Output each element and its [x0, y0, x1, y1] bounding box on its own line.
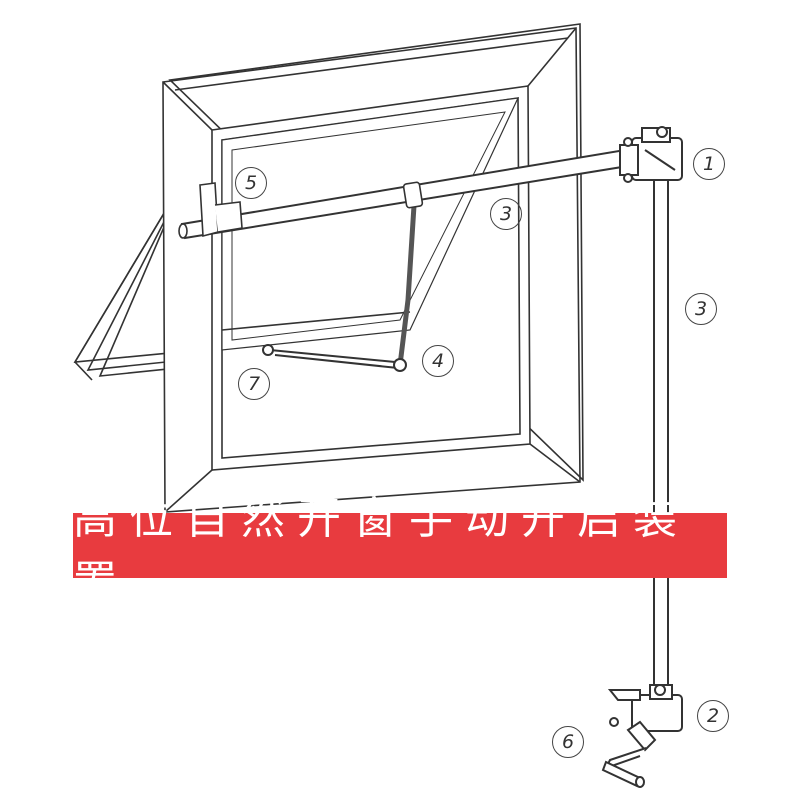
title-text: 高位自然开窗手动开启装置 [73, 492, 689, 608]
part-label-4: 4 [422, 345, 454, 377]
title-banner: 高位自然开窗手动开启装置 [73, 493, 727, 608]
part-label-6: 6 [552, 726, 584, 758]
part-label-3-horizontal-rod: 3 [490, 198, 522, 230]
part-label-1: 1 [693, 148, 725, 180]
part-label-2: 2 [697, 700, 729, 732]
top-gearbox [619, 126, 683, 183]
part-label-7: 7 [238, 368, 270, 400]
part-label-3-vertical-rod: 3 [685, 293, 717, 325]
chain-actuator [262, 189, 418, 372]
part-label-5: 5 [235, 167, 267, 199]
vertical-rod [653, 177, 669, 699]
bottom-gearbox [601, 684, 683, 788]
window-frame [162, 23, 584, 513]
